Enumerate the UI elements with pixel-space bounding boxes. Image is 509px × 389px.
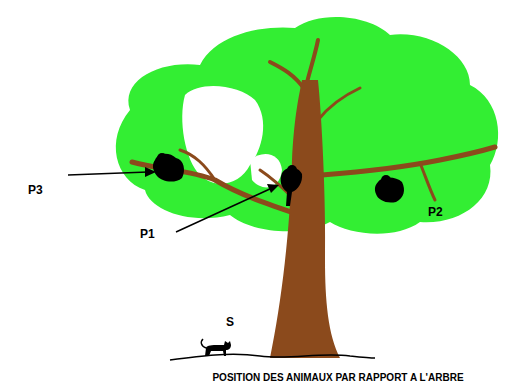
callout-label: P3 bbox=[28, 184, 43, 196]
figure-caption: POSITION DES ANIMAUX PAR RAPPORT A L'ARB… bbox=[212, 373, 463, 383]
ground-line bbox=[170, 354, 375, 360]
trunk bbox=[270, 80, 340, 358]
callout-label: S bbox=[226, 316, 234, 328]
animals bbox=[153, 153, 404, 356]
leader-arrows bbox=[68, 167, 279, 232]
callout-label: P1 bbox=[140, 228, 155, 240]
callout-label: P2 bbox=[428, 206, 443, 218]
